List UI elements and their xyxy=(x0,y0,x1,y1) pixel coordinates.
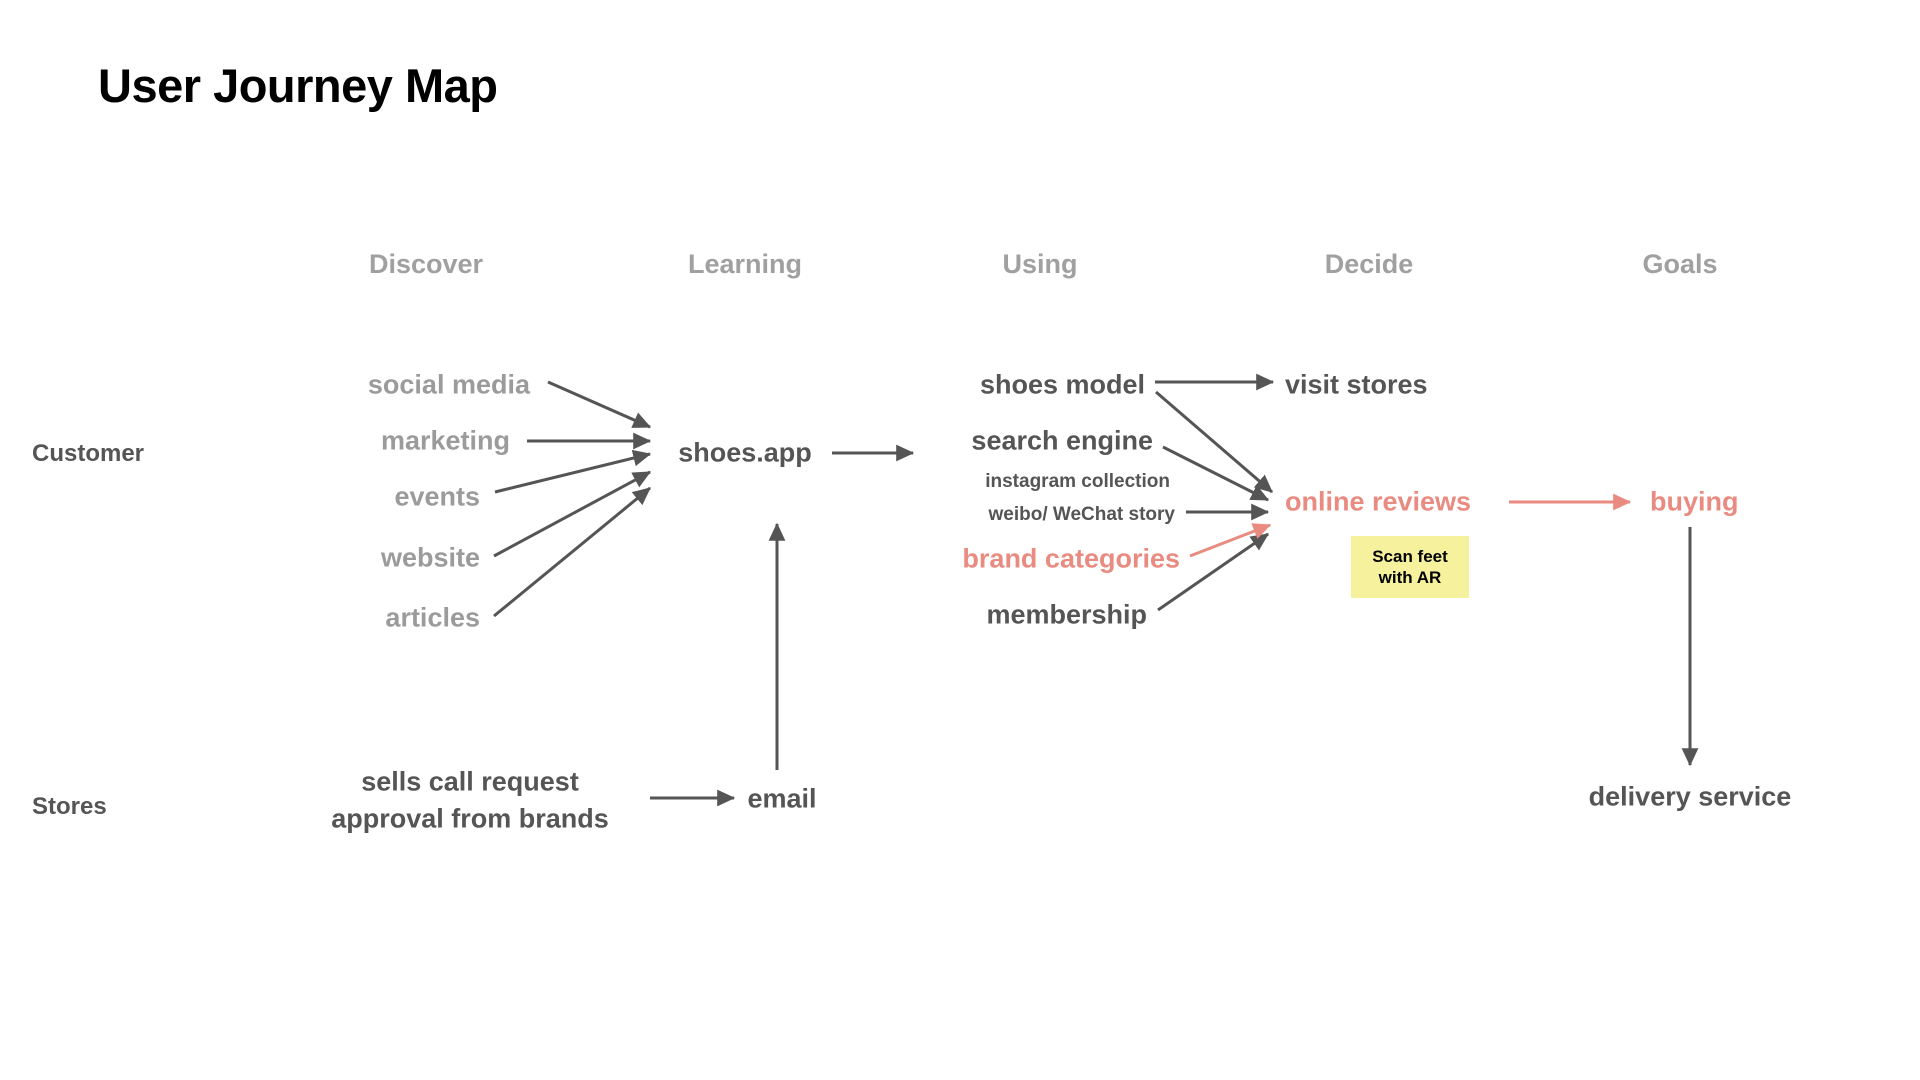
node-visit-stores[interactable]: visit stores xyxy=(1285,369,1428,400)
arrow-website-to-shoes-app xyxy=(493,470,652,558)
node-marketing[interactable]: marketing xyxy=(380,425,510,456)
stage-header-discover: Discover xyxy=(368,249,484,279)
page-title: User Journey Map xyxy=(98,59,498,112)
sticky-note-scan-feet-with-ar[interactable]: Scan feet with AR xyxy=(1351,536,1469,598)
arrow-events-to-shoes-app xyxy=(494,449,652,494)
node-website[interactable]: website xyxy=(380,542,480,573)
node-membership[interactable]: membership xyxy=(986,599,1147,630)
node-online-reviews[interactable]: online reviews xyxy=(1285,486,1472,517)
node-delivery-service[interactable]: delivery service xyxy=(1588,781,1792,812)
node-articles[interactable]: articles xyxy=(385,602,480,633)
arrow-shoes-model-to-online-reviews xyxy=(1155,390,1273,494)
arrow-social-media-to-shoes-app xyxy=(547,380,652,429)
node-weibo-wechat-story[interactable]: weibo/ WeChat story xyxy=(988,504,1175,526)
node-email[interactable]: email xyxy=(747,783,817,814)
stage-header-learning: Learning xyxy=(687,249,803,279)
arrow-search-engine-to-online-reviews xyxy=(1162,445,1270,502)
arrow-brand-categories-to-online-reviews xyxy=(1189,523,1272,558)
arrow-articles-to-shoes-app xyxy=(493,486,651,618)
node-approval-from-brands[interactable]: approval from brands xyxy=(331,803,609,834)
row-label-customer: Customer xyxy=(32,440,145,467)
node-events[interactable]: events xyxy=(394,481,480,512)
stage-header-goals: Goals xyxy=(1642,249,1718,279)
node-brand-categories[interactable]: brand categories xyxy=(962,543,1180,574)
node-shoes-model[interactable]: shoes model xyxy=(979,369,1145,400)
sticky-note-line-2: with AR xyxy=(1378,568,1442,587)
node-instagram-collection[interactable]: instagram collection xyxy=(985,471,1170,493)
node-shoes-app[interactable]: shoes.app xyxy=(678,437,812,468)
stage-header-using: Using xyxy=(1002,249,1078,279)
stage-header-decide: Decide xyxy=(1324,249,1414,279)
node-search-engine[interactable]: search engine xyxy=(971,425,1153,456)
sticky-note-line-1: Scan feet xyxy=(1372,546,1448,566)
node-social-media[interactable]: social media xyxy=(367,369,530,400)
node-sells-call-request[interactable]: sells call request xyxy=(361,766,579,797)
row-label-stores: Stores xyxy=(32,793,107,820)
node-buying[interactable]: buying xyxy=(1650,486,1739,517)
